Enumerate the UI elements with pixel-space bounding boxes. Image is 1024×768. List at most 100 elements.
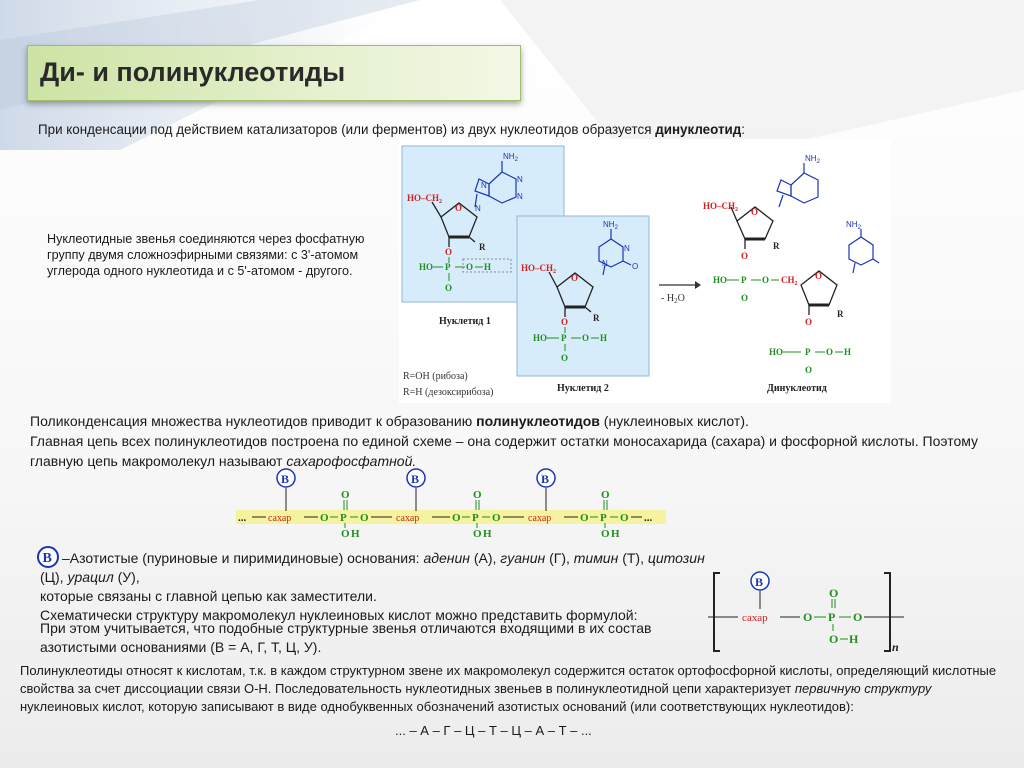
intro-text: При конденсации под действием катализато… xyxy=(38,122,745,137)
svg-text:O: O xyxy=(762,275,769,285)
svg-text:N: N xyxy=(475,204,481,213)
svg-text:O: O xyxy=(466,262,473,272)
svg-text:HO: HO xyxy=(769,347,783,357)
svg-text:H: H xyxy=(484,262,491,272)
svg-text:P: P xyxy=(472,512,479,524)
svg-text:O: O xyxy=(805,365,812,375)
svg-text:- H2O: - H2O xyxy=(661,293,685,305)
svg-text:O: O xyxy=(601,528,610,538)
svg-text:O: O xyxy=(452,512,461,524)
svg-text:сахар: сахар xyxy=(396,513,419,524)
svg-text:HO: HO xyxy=(533,333,547,343)
note-text: При этом учитывается, что подобные струк… xyxy=(40,620,652,655)
svg-text:O: O xyxy=(445,247,452,257)
svg-text:В: В xyxy=(281,472,289,486)
svg-text:H: H xyxy=(483,528,492,538)
svg-text:N: N xyxy=(624,244,630,253)
svg-text:O: O xyxy=(582,333,589,343)
sequence-example: ... – А – Г – Ц – Т – Ц – А – Т – ... xyxy=(395,723,592,738)
svg-text:O: O xyxy=(829,586,838,600)
svg-text:В: В xyxy=(411,472,419,486)
svg-text:N: N xyxy=(481,181,487,190)
svg-text:R: R xyxy=(593,313,600,323)
svg-text:O: O xyxy=(815,271,822,281)
svg-text:n: n xyxy=(892,640,899,654)
svg-text:O: O xyxy=(829,632,838,646)
svg-text:...: ... xyxy=(644,512,653,524)
svg-text:O: O xyxy=(341,528,350,538)
svg-text:HO: HO xyxy=(713,275,727,285)
svg-text:H: H xyxy=(351,528,360,538)
svg-text:NH2: NH2 xyxy=(503,152,519,163)
svg-text:Нуклетид 2: Нуклетид 2 xyxy=(557,383,609,394)
svg-text:O: O xyxy=(571,273,578,283)
svg-text:H: H xyxy=(849,632,859,646)
svg-text:N: N xyxy=(517,175,523,184)
bases-text: –Азотистые (пуриновые и пиримидиновые) о… xyxy=(40,550,705,623)
svg-text:O: O xyxy=(853,610,862,624)
svg-text:HO–CH2: HO–CH2 xyxy=(703,201,738,213)
svg-text:O: O xyxy=(601,489,610,501)
primary-structure-term: первичную структуру xyxy=(794,681,932,696)
sugar-phosphate-term: сахарофосфатной. xyxy=(286,453,417,469)
svg-text:Нуклетид 1: Нуклетид 1 xyxy=(439,316,491,327)
svg-text:P: P xyxy=(828,610,835,624)
svg-text:HO–CH2: HO–CH2 xyxy=(521,263,556,275)
svg-text:O: O xyxy=(580,512,589,524)
svg-text:O: O xyxy=(561,317,568,327)
svg-text:O: O xyxy=(561,353,568,363)
svg-text:P: P xyxy=(445,262,451,272)
svg-text:O: O xyxy=(360,512,369,524)
dinucleotide-term: динуклеотид xyxy=(655,122,742,137)
svg-text:O: O xyxy=(320,512,329,524)
svg-text:O: O xyxy=(803,610,812,624)
general-formula: сахар O P O O O H n В xyxy=(708,565,923,658)
svg-text:CH2: CH2 xyxy=(781,275,798,287)
svg-text:P: P xyxy=(600,512,607,524)
svg-text:H: H xyxy=(611,528,620,538)
svg-text:O: O xyxy=(620,512,629,524)
svg-text:В: В xyxy=(755,575,763,589)
svg-text:NH2: NH2 xyxy=(805,154,821,165)
sugar-phosphate-chain: ... сахар O P O сахар O P O сахар O P O … xyxy=(232,466,672,538)
svg-text:NH2: NH2 xyxy=(846,220,862,231)
svg-text:O: O xyxy=(751,207,758,217)
svg-text:R: R xyxy=(479,242,486,252)
polynucleotides-term: полинуклеотидов xyxy=(476,413,600,429)
svg-text:сахар: сахар xyxy=(742,612,768,624)
svg-text:В: В xyxy=(541,472,549,486)
side-note: Нуклеотидные звенья соединяются через фо… xyxy=(47,232,365,278)
svg-text:O: O xyxy=(445,283,452,293)
svg-text:P: P xyxy=(741,275,747,285)
svg-text:NH2: NH2 xyxy=(603,220,619,231)
svg-text:O: O xyxy=(455,203,462,213)
svg-text:HO: HO xyxy=(419,262,433,272)
svg-text:R: R xyxy=(837,309,844,319)
svg-text:R: R xyxy=(773,241,780,251)
svg-text:O: O xyxy=(741,251,748,261)
acid-properties-text: Полинуклеотиды относят к кислотам, т.к. … xyxy=(20,663,997,714)
svg-text:сахар: сахар xyxy=(268,513,291,524)
svg-text:O: O xyxy=(473,528,482,538)
polycondensation-text: Поликонденсация множества нуклеотидов пр… xyxy=(30,413,979,469)
svg-text:O: O xyxy=(492,512,501,524)
title-box: Ди- и полинуклеотиды xyxy=(27,45,521,101)
svg-text:P: P xyxy=(805,347,811,357)
svg-text:O: O xyxy=(632,262,638,271)
svg-text:P: P xyxy=(340,512,347,524)
svg-text:N: N xyxy=(517,192,523,201)
svg-text:В: В xyxy=(43,551,52,566)
svg-text:O: O xyxy=(341,489,350,501)
svg-text:H: H xyxy=(600,333,607,343)
svg-text:сахар: сахар xyxy=(528,513,551,524)
svg-text:Динуклеотид: Динуклеотид xyxy=(767,383,827,394)
svg-text:O: O xyxy=(473,489,482,501)
svg-text:O: O xyxy=(805,317,812,327)
svg-text:R=H (дезоксирибоза): R=H (дезоксирибоза) xyxy=(403,387,493,398)
svg-text:N: N xyxy=(602,259,608,268)
svg-text:P: P xyxy=(561,333,567,343)
svg-text:HO–CH2: HO–CH2 xyxy=(407,193,442,205)
svg-text:R=OH (рибоза): R=OH (рибоза) xyxy=(403,371,468,382)
svg-text:H: H xyxy=(844,347,851,357)
